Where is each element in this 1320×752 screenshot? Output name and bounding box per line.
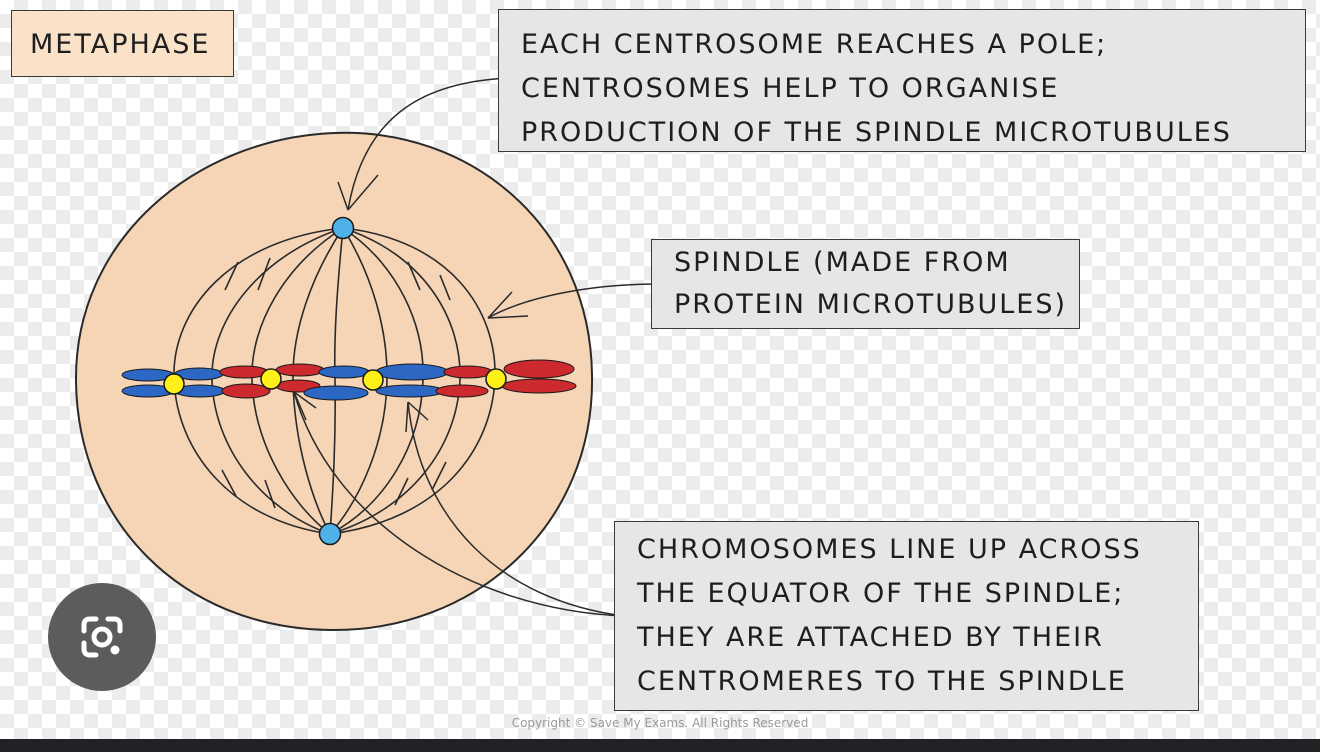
spindle-arrowhead <box>487 291 529 319</box>
bottom-bar <box>0 739 1320 752</box>
centrosome-pointer <box>347 77 509 211</box>
centrosome-label-line: PRODUCTION OF THE SPINDLE MICROTUBULES <box>521 117 1232 148</box>
chromatid <box>318 365 370 379</box>
camera-lens-icon <box>81 616 123 658</box>
spindle-label-line: PROTEIN MICROTUBULES) <box>674 289 1068 320</box>
chromosome-pointer-1 <box>293 391 625 617</box>
lens-search-button[interactable] <box>48 583 156 691</box>
chromatid <box>501 378 577 394</box>
chromosomes-label-line: THEY ARE ATTACHED BY THEIR <box>637 622 1104 653</box>
chromatid <box>435 384 489 398</box>
chromosomes <box>121 359 577 401</box>
centromere <box>260 368 282 390</box>
spindle-fibres <box>173 227 496 535</box>
chromosome-pointer-2 <box>407 401 625 617</box>
chromatid <box>303 385 369 401</box>
chromosome-arrowheads <box>293 391 429 433</box>
chromatid <box>275 363 325 377</box>
chromosomes-label-line: THE EQUATOR OF THE SPINDLE; <box>637 578 1125 609</box>
cell <box>74 131 594 632</box>
centromere <box>163 373 185 395</box>
centrosome-label-box: EACH CENTROSOME REACHES A POLE; CENTROSO… <box>498 9 1306 152</box>
spindle-label-line: SPINDLE (MADE FROM <box>674 247 1011 278</box>
centromere <box>362 369 384 391</box>
chromosomes-label-line: CHROMOSOMES LINE UP ACROSS <box>637 534 1142 565</box>
chromatid <box>503 359 575 379</box>
spindle-label-box: SPINDLE (MADE FROM PROTEIN MICROTUBULES) <box>651 239 1080 329</box>
title-label: METAPHASE <box>30 29 211 60</box>
chromatid <box>443 365 493 379</box>
centrosome-arrowhead <box>337 174 379 211</box>
centromere <box>485 368 507 390</box>
chromatid <box>375 384 445 398</box>
chromatid <box>375 363 449 381</box>
centrosome-label-line: CENTROSOMES HELP TO ORGANISE <box>521 73 1060 104</box>
centromeres <box>163 368 507 395</box>
copyright-notice: Copyright © Save My Exams. All Rights Re… <box>511 716 809 730</box>
chromosomes-label-line: CENTROMERES TO THE SPINDLE <box>637 666 1127 697</box>
centrosome-top <box>331 216 355 240</box>
chromosomes-label-box: CHROMOSOMES LINE UP ACROSS THE EQUATOR O… <box>614 521 1199 711</box>
spindle-pointer <box>487 283 660 319</box>
chromatid <box>221 383 271 399</box>
centrosome-bottom <box>318 522 342 546</box>
centrosome-label-line: EACH CENTROSOME REACHES A POLE; <box>521 29 1108 60</box>
title-box: METAPHASE <box>11 10 234 77</box>
